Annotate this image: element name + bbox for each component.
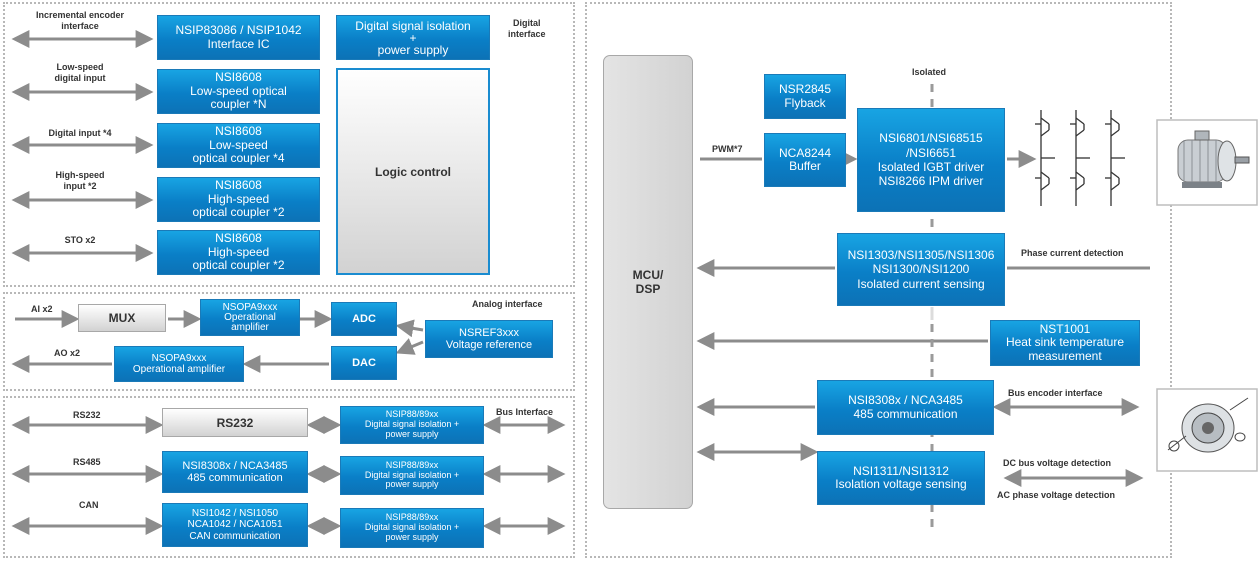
label-phase-current: Phase current detection [1021, 248, 1124, 258]
box-mux: MUX [78, 304, 166, 332]
label-bus-encoder: Bus encoder interface [1008, 388, 1103, 398]
label-sto: STO x2 [64, 235, 96, 245]
label-rs232: RS232 [73, 410, 101, 420]
box-mcu-dsp: MCU/ DSP [603, 55, 693, 509]
digital-interface-frame [3, 2, 575, 287]
box-power-rs485: NSI8308x / NCA3485 485 communication [817, 380, 994, 435]
label-isolated: Isolated [912, 67, 947, 77]
label-encoder: Incremental encoder interface [35, 10, 125, 31]
box-can-transceiver: NSI1042 / NSI1050 NCA1042 / NCA1051 CAN … [162, 503, 308, 547]
box-nsi8608-low-n: NSI8608 Low-speed optical coupler *N [157, 69, 320, 114]
label-can: CAN [79, 500, 99, 510]
label-rs485: RS485 [73, 457, 101, 467]
box-rs232: RS232 [162, 408, 308, 437]
analog-interface-frame [3, 292, 575, 391]
box-digital-isolation-power: Digital signal isolation + power supply [336, 15, 490, 60]
label-ac-phase: AC phase voltage detection [997, 490, 1116, 500]
box-nca8244: NCA8244 Buffer [764, 133, 846, 187]
label-dc-bus: DC bus voltage detection [1003, 458, 1112, 468]
box-nsi8608-high-a: NSI8608 High-speed optical coupler *2 [157, 177, 320, 222]
box-bus-isolation-3: NSIP88/89xx Digital signal isolation + p… [340, 508, 484, 548]
arrow-vref-dac [395, 338, 424, 355]
bus-interface-title: Bus Interface [496, 407, 554, 417]
analog-interface-title: Analog interface [472, 299, 543, 309]
label-digital4: Digital input *4 [48, 128, 112, 138]
box-nsr2845: NSR2845 Flyback [764, 74, 846, 119]
arrow-vref-adc [395, 319, 424, 338]
box-nst1001: NST1001 Heat sink temperature measuremen… [990, 320, 1140, 366]
encoder-image [1156, 388, 1258, 472]
label-pwm: PWM*7 [712, 144, 743, 154]
box-nsi8608-low-4: NSI8608 Low-speed optical coupler *4 [157, 123, 320, 168]
box-opamp-out: NSOPA9xxx Operational amplifier [114, 346, 244, 382]
digital-interface-title: Digital interface [508, 18, 546, 39]
box-bus-isolation-2: NSIP88/89xx Digital signal isolation + p… [340, 456, 484, 495]
igbt-bridge [1035, 110, 1125, 206]
box-nsip83086: NSIP83086 / NSIP1042 Interface IC [157, 15, 320, 60]
label-ai: AI x2 [31, 304, 53, 314]
label-low-speed: Low-speed digital input [54, 62, 106, 83]
bus-interface-frame [3, 396, 575, 558]
box-logic-control: Logic control [336, 68, 490, 275]
box-vref: NSREF3xxx Voltage reference [425, 320, 553, 358]
box-rs485-transceiver: NSI8308x / NCA3485 485 communication [162, 451, 308, 493]
box-nsi8608-high-b: NSI8608 High-speed optical coupler *2 [157, 230, 320, 275]
box-opamp-in: NSOPA9xxx Operational amplifier [200, 299, 300, 336]
box-dac: DAC [331, 346, 397, 380]
motor-image [1156, 119, 1258, 206]
box-igbt-driver: NSI6801/NSI68515 /NSI6651 Isolated IGBT … [857, 108, 1005, 212]
power-stage-frame [585, 2, 1172, 558]
label-ao: AO x2 [54, 348, 81, 358]
label-high-speed: High-speed input *2 [55, 170, 105, 191]
box-adc: ADC [331, 302, 397, 336]
box-bus-isolation-1: NSIP88/89xx Digital signal isolation + p… [340, 406, 484, 444]
box-voltage-sensing: NSI1311/NSI1312 Isolation voltage sensin… [817, 451, 985, 505]
box-current-sensing: NSI1303/NSI1305/NSI1306 NSI1300/NSI1200 … [837, 233, 1005, 306]
